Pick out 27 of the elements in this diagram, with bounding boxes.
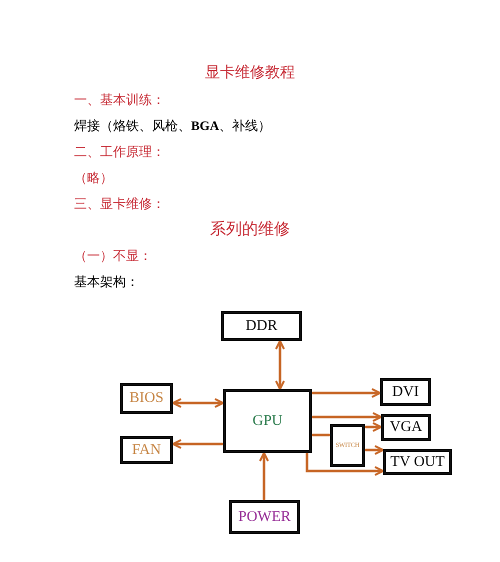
component-box: TV OUT (383, 449, 452, 475)
component-box: DDR (221, 311, 302, 341)
body-text: 焊接（烙铁、风枪、BGA、补线） (74, 118, 272, 134)
arrow (312, 388, 381, 398)
section-heading: 三、显卡维修： (74, 196, 165, 212)
arrow (365, 445, 384, 455)
processor-box: GPU (223, 389, 312, 453)
subtitle: 系列的维修 (210, 220, 290, 240)
body-text: 基本架构： (74, 274, 139, 290)
arrow (172, 398, 224, 408)
component-box: BIOS (120, 383, 173, 414)
arrow (365, 422, 382, 432)
body-text: （略） (74, 170, 113, 186)
section-heading: 一、基本训练： (74, 92, 165, 108)
component-box: POWER (229, 500, 300, 534)
arrow (172, 439, 223, 449)
section-heading: （一）不显： (74, 248, 152, 264)
arrow (306, 453, 384, 476)
component-box: FAN (120, 436, 173, 464)
title: 显卡维修教程 (204, 65, 296, 81)
arrow (312, 412, 382, 422)
arrow (259, 452, 269, 500)
section-heading: 二、工作原理： (74, 144, 165, 160)
component-box: DVI (380, 378, 431, 406)
component-box: VGA (381, 414, 431, 441)
connector-line (312, 434, 330, 436)
arrow (275, 340, 285, 390)
